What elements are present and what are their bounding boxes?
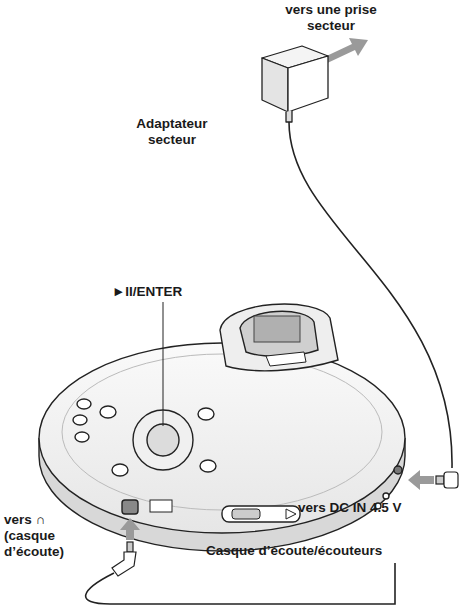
dc-plug (436, 472, 458, 488)
dc-arrow (408, 470, 434, 490)
leader-line (163, 302, 164, 426)
ac-adapter (262, 46, 328, 122)
headphone-plug (112, 542, 136, 576)
headphone-jack-label: vers ∩ (casque d’écoute) (4, 512, 74, 560)
outlet-label: vers une prise secteur (276, 2, 386, 34)
cd-player (39, 304, 405, 551)
headphone-arrow (120, 518, 140, 540)
headphone-cord (86, 563, 395, 604)
adapter-label: Adaptateur secteur (122, 116, 222, 148)
jack-label: vers DC IN 4.5 V (298, 500, 402, 516)
headphone-label: Casque d’écoute/écouteurs (206, 543, 382, 559)
button-label: ►II/ENTER (112, 284, 182, 300)
